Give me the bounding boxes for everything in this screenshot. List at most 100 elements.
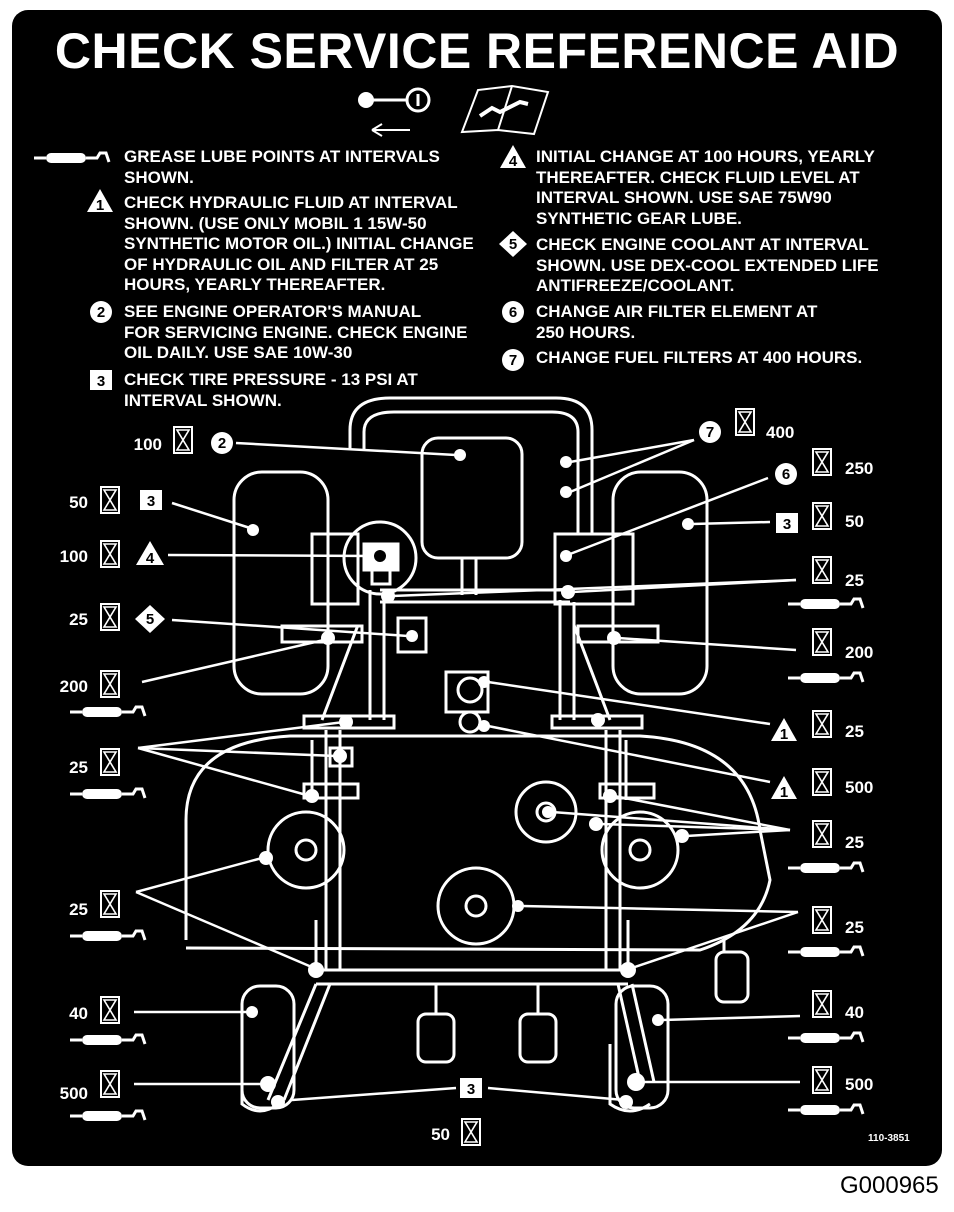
grease-gun-icon [786, 597, 865, 611]
svg-text:25: 25 [69, 758, 88, 777]
note-2: SEE ENGINE OPERATOR'S MANUAL FOR SERVICI… [124, 302, 468, 362]
hourglass-icon [100, 890, 120, 918]
hourglass-icon [100, 486, 120, 514]
callout-right-25-hydraulic: 25 [812, 710, 864, 741]
callout-bottom-50-tire: 50 [431, 1118, 481, 1146]
svg-text:3: 3 [97, 373, 105, 390]
callout-right-25-grease-c: 25 [786, 906, 865, 959]
svg-text:25: 25 [845, 571, 864, 590]
note-7: CHANGE FUEL FILTERS AT 400 HOURS. [536, 348, 863, 367]
hourglass-icon [812, 820, 832, 848]
figure-id: G000965 [840, 1172, 939, 1199]
grease-gun-icon [68, 705, 147, 719]
note-3: CHECK TIRE PRESSURE - 13 PSI AT INTERVAL… [124, 370, 418, 410]
badge-1-hydraulic-a: 1 [771, 718, 797, 743]
triangle-4-icon: 4 [500, 145, 526, 170]
callout-left-25-grease-a: 25 [68, 748, 147, 801]
svg-text:2: 2 [97, 304, 105, 321]
key-icon [358, 87, 431, 113]
svg-text:25: 25 [845, 833, 864, 852]
badge-7-fuel-filter: 7 [699, 421, 721, 443]
svg-text:250: 250 [845, 459, 873, 478]
page-title: CHECK SERVICE REFERENCE AID [54, 23, 900, 79]
svg-text:3: 3 [783, 516, 791, 533]
grease-gun-icon [786, 671, 865, 685]
hourglass-icon [100, 603, 120, 631]
svg-text:100: 100 [134, 435, 162, 454]
svg-text:400: 400 [766, 423, 794, 442]
badge-1-hydraulic-b: 1 [771, 776, 797, 801]
hourglass-icon [812, 1066, 832, 1094]
grease-gun-icon [68, 929, 147, 943]
badge-2-engine: 2 [211, 432, 233, 454]
svg-text:50: 50 [431, 1125, 450, 1144]
svg-text:1: 1 [780, 784, 788, 801]
leader-lines [134, 438, 801, 1102]
hourglass-icon [812, 906, 832, 934]
mower-illustration [184, 396, 772, 1113]
note-6: CHANGE AIR FILTER ELEMENT AT 250 HOURS. [536, 302, 818, 342]
grease-gun-icon [32, 151, 111, 165]
badge-6-air-filter: 6 [775, 463, 797, 485]
callout-left-100-engine: 100 [134, 426, 193, 454]
svg-text:6: 6 [782, 466, 790, 483]
callout-right-500-hydraulic: 500 [812, 768, 873, 797]
hourglass-icon [812, 556, 832, 584]
note-1: CHECK HYDRAULIC FLUID AT INTERVAL SHOWN.… [124, 193, 474, 294]
callout-right-500-grease: 500 [786, 1066, 873, 1117]
svg-text:25: 25 [69, 610, 88, 629]
grease-gun-icon [786, 861, 865, 875]
callout-right-200-grease: 200 [786, 628, 873, 685]
hourglass-icon [812, 448, 832, 476]
arrow-left-icon [371, 123, 410, 137]
triangle-1-icon: 1 [87, 189, 113, 214]
badge-5-coolant: 5 [135, 605, 165, 633]
hourglass-icon [812, 768, 832, 796]
grease-gun-icon [68, 1109, 147, 1123]
svg-text:3: 3 [147, 493, 155, 510]
svg-text:500: 500 [845, 778, 873, 797]
svg-text:50: 50 [69, 493, 88, 512]
grease-gun-icon [68, 1033, 147, 1047]
grease-gun-icon [68, 787, 147, 801]
svg-text:500: 500 [845, 1075, 873, 1094]
svg-text:1: 1 [96, 197, 104, 214]
callout-left-25-coolant: 25 [69, 603, 120, 631]
badge-3-left-tire: 3 [140, 490, 162, 510]
callout-right-50-tire: 50 [812, 502, 864, 531]
hourglass-icon [812, 502, 832, 530]
svg-text:500: 500 [60, 1084, 88, 1103]
svg-text:2: 2 [218, 435, 226, 452]
svg-text:200: 200 [845, 643, 873, 662]
hourglass-icon [461, 1118, 481, 1146]
svg-text:1: 1 [780, 726, 788, 743]
hourglass-icon [100, 540, 120, 568]
svg-text:200: 200 [60, 677, 88, 696]
svg-text:7: 7 [706, 424, 714, 441]
circle-2-icon: 2 [90, 301, 112, 323]
svg-text:4: 4 [146, 550, 155, 567]
svg-text:5: 5 [146, 611, 154, 628]
svg-text:25: 25 [845, 918, 864, 937]
svg-text:100: 100 [60, 547, 88, 566]
note-grease: GREASE LUBE POINTS AT INTERVALS SHOWN. [124, 147, 440, 187]
callout-right-250-air: 250 [812, 448, 873, 478]
part-number: 110-3851 [868, 1133, 910, 1144]
callout-left-40-grease: 40 [68, 996, 147, 1047]
svg-text:25: 25 [69, 900, 88, 919]
hourglass-icon [812, 628, 832, 656]
diamond-5-icon: 5 [499, 231, 527, 257]
callout-left-25-grease-b: 25 [68, 890, 147, 943]
svg-text:3: 3 [467, 1081, 475, 1098]
callout-right-25-grease-b: 25 [786, 820, 865, 875]
svg-text:5: 5 [509, 236, 517, 253]
badge-3-caster-tires: 3 [460, 1078, 482, 1098]
callout-left-50-tire: 50 [69, 486, 120, 514]
square-3-icon: 3 [90, 370, 112, 390]
note-4: INITIAL CHANGE AT 100 HOURS, YEARLY THER… [536, 147, 875, 228]
callout-left-200-grease: 200 [60, 670, 147, 719]
hourglass-icon [100, 1070, 120, 1098]
svg-text:50: 50 [845, 512, 864, 531]
callout-left-100-gearbox: 100 [60, 540, 120, 568]
svg-text:40: 40 [69, 1004, 88, 1023]
